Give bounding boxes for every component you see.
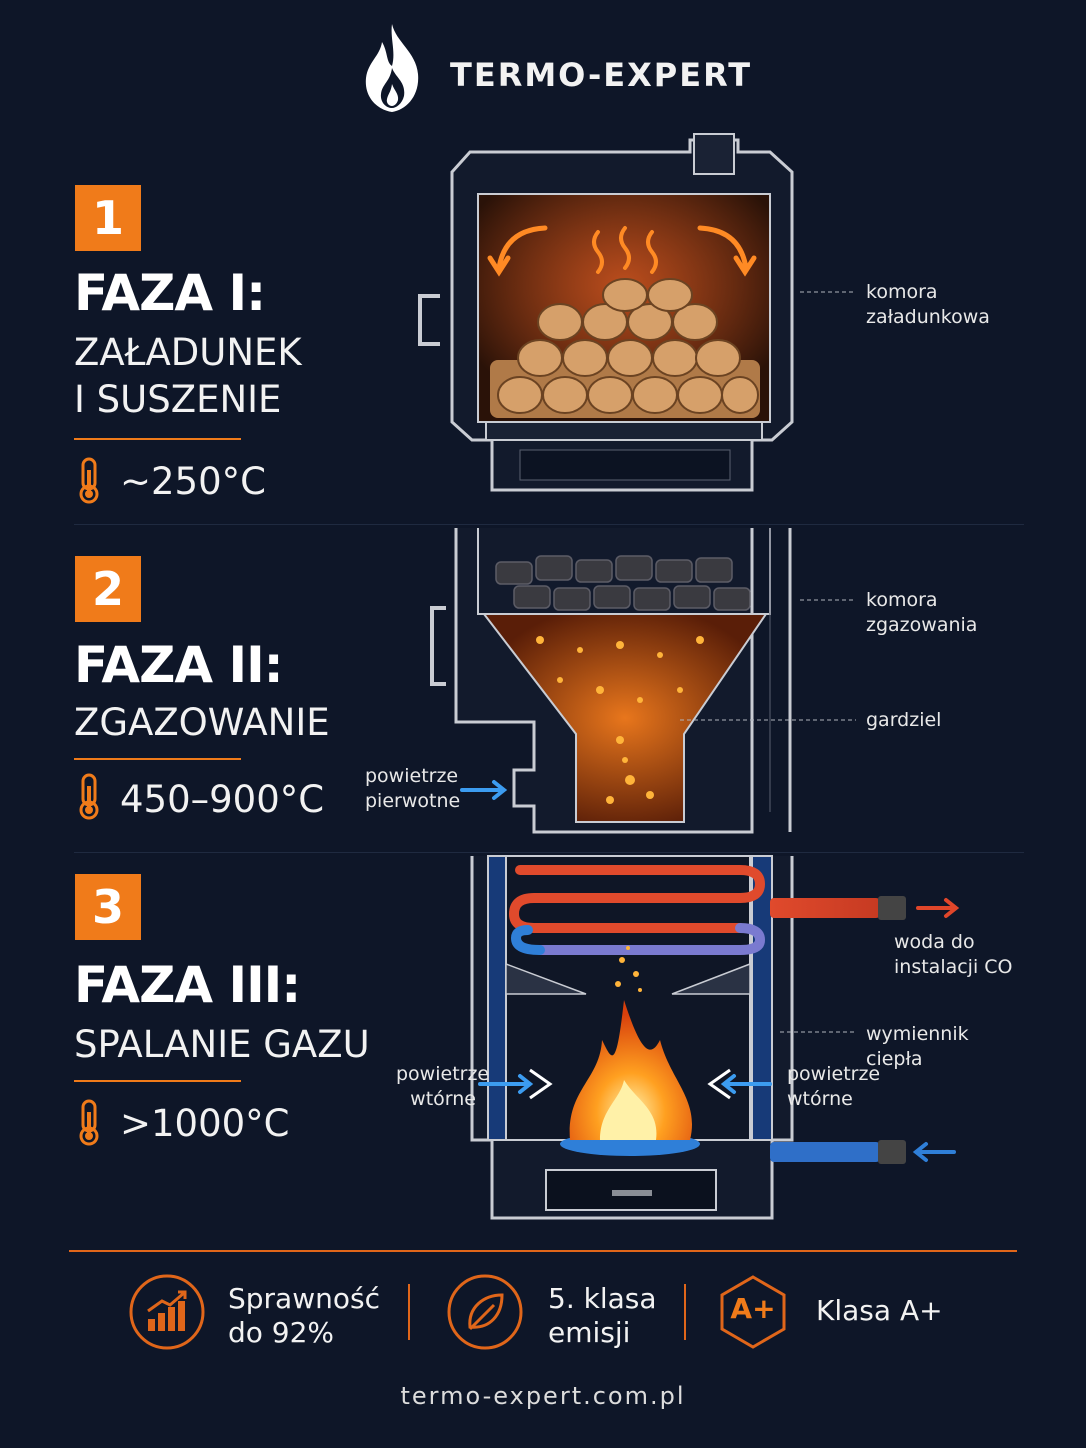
stat-line: emisji <box>548 1315 631 1349</box>
phase-3-number: 3 <box>75 874 141 940</box>
glowing-particles <box>536 636 704 804</box>
label-throat: gardziel <box>866 709 942 731</box>
phase-2-subtitle: ZGAZOWANIE <box>74 700 330 747</box>
stat-energy-class: Klasa A+ <box>816 1294 943 1328</box>
hexagon-shape <box>720 1275 786 1349</box>
stat-separator <box>408 1284 410 1340</box>
phase-2-subtitle-line-1: ZGAZOWANIE <box>74 701 330 744</box>
label-line: wtórne <box>787 1088 853 1111</box>
label-secondary-air-left: powietrze wtórne <box>396 1062 490 1113</box>
phase-3-underline <box>74 1080 241 1082</box>
firewood-logs <box>490 278 760 418</box>
stat-line: do 92% <box>228 1315 335 1349</box>
section-divider <box>74 524 1024 525</box>
footer-divider <box>69 1250 1017 1252</box>
pipe-cold-water-in <box>770 1140 906 1164</box>
label-line: wymiennik <box>866 1023 969 1045</box>
label-line: powietrze <box>365 765 459 787</box>
secondary-air-arrows <box>529 1068 731 1100</box>
phase-3-subtitle: SPALANIE GAZU <box>74 1022 370 1069</box>
stat-line: 5. klasa <box>548 1282 657 1315</box>
burner-flame <box>560 1000 700 1156</box>
phase-1-subtitle: ZAŁADUNEK I SUSZENIE <box>74 330 302 423</box>
phase-3-temperature: >1000°C <box>120 1102 290 1145</box>
section-divider <box>74 852 1024 853</box>
stat-line: Sprawność <box>228 1282 380 1315</box>
website-url[interactable]: termo-expert.com.pl <box>400 1382 686 1410</box>
phase-2-underline <box>74 758 241 760</box>
pipe-hot-water-out <box>770 896 906 920</box>
charcoal-pieces <box>495 555 751 611</box>
a-plus-hexagon-icon: A+ <box>718 1274 788 1350</box>
phase-2-number: 2 <box>75 556 141 622</box>
thermometer-icon <box>79 773 99 820</box>
heat-waves <box>487 225 757 277</box>
boiler-cross-section-diagram <box>418 133 960 1220</box>
stat-separator <box>684 1284 686 1340</box>
label-line: komora <box>866 589 938 611</box>
label-line: ciepła <box>866 1048 923 1071</box>
phase-1-number: 1 <box>75 185 141 251</box>
leaf-icon <box>447 1274 523 1350</box>
cold-water-in-arrow <box>912 1142 956 1162</box>
label-loading-chamber: komora załadunkowa <box>866 280 990 331</box>
phase-1-underline <box>74 438 241 440</box>
label-line: pierwotne <box>365 790 461 813</box>
heat-exchanger-coil <box>508 865 766 955</box>
growth-chart-icon <box>129 1274 205 1350</box>
phase-3-title: FAZA III: <box>74 956 301 1014</box>
flame-sparks <box>615 946 642 992</box>
label-line: komora <box>866 281 938 303</box>
stat-line: Klasa A+ <box>816 1294 943 1327</box>
label-line: woda do <box>894 931 975 953</box>
label-line: wtórne <box>410 1088 476 1111</box>
label-line: powietrze <box>787 1063 881 1085</box>
phase-2-temperature: 450–900°C <box>120 778 325 821</box>
label-primary-air: powietrze pierwotne <box>365 764 460 815</box>
hot-water-out-arrow <box>916 898 960 918</box>
stat-efficiency: Sprawność do 92% <box>228 1282 380 1349</box>
energy-badge-text: A+ <box>730 1292 776 1325</box>
flame-logo-icon <box>365 24 419 112</box>
label-line: załadunkowa <box>866 306 990 329</box>
phase-1-temperature: ~250°C <box>120 460 266 503</box>
label-secondary-air-right: powietrze wtórne <box>787 1062 880 1113</box>
label-water-out: woda do instalacji CO <box>894 930 1013 981</box>
phase-1-title: FAZA I: <box>74 264 266 322</box>
thermometer-icon <box>79 1099 99 1146</box>
thermometer-icon <box>79 457 99 504</box>
primary-air-arrow <box>460 780 508 800</box>
label-line: instalacji CO <box>894 956 1013 979</box>
phase-1-subtitle-line-1: ZAŁADUNEK <box>74 331 302 374</box>
label-line: powietrze <box>396 1063 490 1085</box>
phase-3-subtitle-line-1: SPALANIE GAZU <box>74 1023 370 1066</box>
label-heat-exchanger: wymiennik ciepła <box>866 1022 969 1073</box>
label-line: zgazowania <box>866 614 978 637</box>
phase-2-title: FAZA II: <box>74 636 284 694</box>
phase-1-subtitle-line-2: I SUSZENIE <box>74 377 282 421</box>
secondary-air-left-arrow <box>478 1074 534 1094</box>
brand-name: TERMO-EXPERT <box>450 56 753 94</box>
secondary-air-right-arrow <box>720 1074 772 1094</box>
label-gasification-chamber: komora zgazowania <box>866 588 977 639</box>
stat-emission-class: 5. klasa emisji <box>548 1282 657 1349</box>
